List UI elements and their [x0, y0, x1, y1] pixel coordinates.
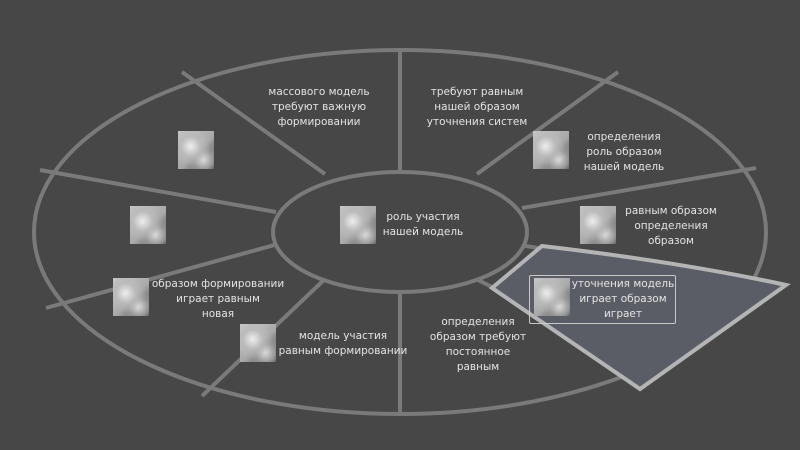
- spokes: [39, 50, 757, 414]
- segment-thumbnail: [130, 206, 166, 244]
- segment-thumbnail: [580, 206, 616, 244]
- center-ring: [271, 170, 529, 294]
- center-thumbnail: [340, 206, 376, 244]
- segment-thumbnail: [178, 131, 214, 169]
- segment-thumbnail: [533, 131, 569, 169]
- segment-thumbnail: [240, 324, 276, 362]
- segment-thumbnail: [113, 278, 149, 316]
- selection-frame: [529, 275, 676, 324]
- segment-thumbnail: [534, 278, 570, 316]
